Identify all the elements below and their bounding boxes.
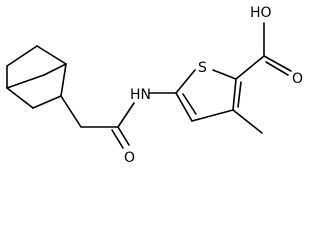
bond [191, 109, 234, 122]
thiophene-ring [175, 69, 242, 122]
bond [232, 78, 237, 111]
molecule-structure-diagram: HO O S HN O [6, 5, 303, 166]
bond [43, 63, 67, 76]
bond [6, 87, 34, 109]
bond [32, 95, 62, 109]
methyl-bond [232, 109, 263, 134]
bond [263, 55, 292, 72]
bond [60, 63, 67, 97]
amide-nh-label: HN [130, 87, 151, 103]
bond [117, 102, 135, 128]
amide-oxygen-label: O [124, 150, 135, 166]
bond [6, 74, 45, 89]
hydroxyl-label: HO [250, 5, 272, 21]
bond [212, 69, 237, 80]
bond [117, 126, 130, 146]
bond [36, 45, 67, 65]
acetamide-linker [60, 92, 177, 149]
carboxylic-acid-group [235, 22, 292, 80]
sulfur-label: S [198, 60, 207, 76]
bond [182, 93, 197, 115]
norbornane-cage [6, 45, 67, 109]
bond [60, 95, 82, 128]
bond [237, 81, 242, 108]
bond [175, 69, 196, 94]
bond [111, 129, 124, 149]
bond [235, 55, 265, 80]
bond [175, 92, 193, 122]
bond [6, 45, 38, 67]
carbonyl-oxygen-label: O [292, 71, 303, 87]
bond [265, 61, 289, 76]
